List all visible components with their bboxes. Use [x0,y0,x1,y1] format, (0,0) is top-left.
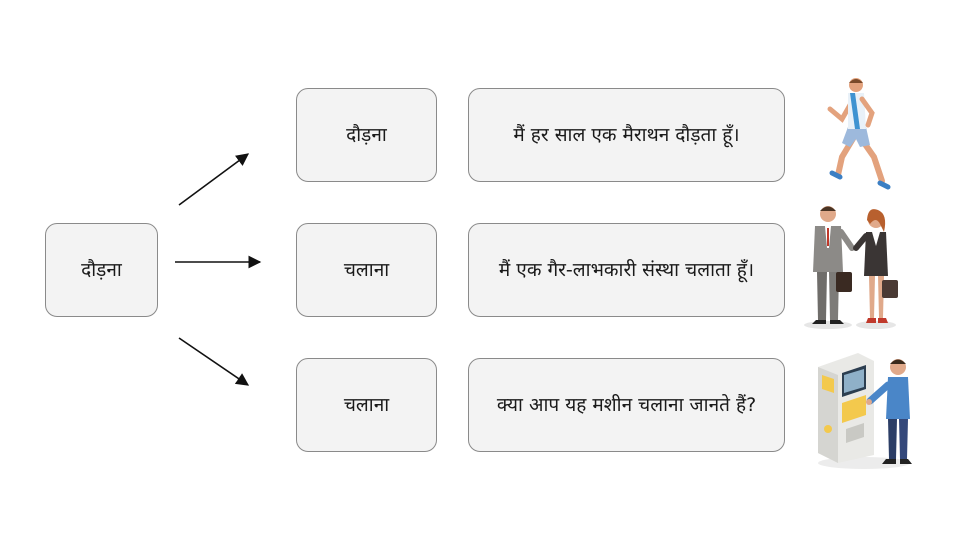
arrow-to-row-3 [178,337,250,386]
example-box-1: मैं हर साल एक मैराथन दौड़ता हूँ। [468,88,785,182]
example-text-1: मैं हर साल एक मैराथन दौड़ता हूँ। [513,123,740,146]
arrow-to-row-1 [178,153,250,206]
example-box-2: मैं एक गैर-लाभकारी संस्था चलाता हूँ। [468,223,785,317]
sense-label-1: दौड़ना [346,123,387,146]
source-word-label: दौड़ना [81,258,122,281]
runner-illustration [827,78,891,190]
example-text-3: क्या आप यह मशीन चलाना जानते हैं? [496,393,757,416]
sense-box-3: चलाना [296,358,437,452]
example-text-2: मैं एक गैर-लाभकारी संस्था चलाता हूँ। [498,258,755,281]
machine-operator-illustration [818,353,912,469]
business-people-illustration [804,206,898,329]
sense-label-2: चलाना [343,258,390,281]
source-word-box: दौड़ना [45,223,158,317]
example-box-3: क्या आप यह मशीन चलाना जानते हैं? [468,358,785,452]
sense-box-2: चलाना [296,223,437,317]
sense-label-3: चलाना [343,393,390,416]
sense-box-1: दौड़ना [296,88,437,182]
